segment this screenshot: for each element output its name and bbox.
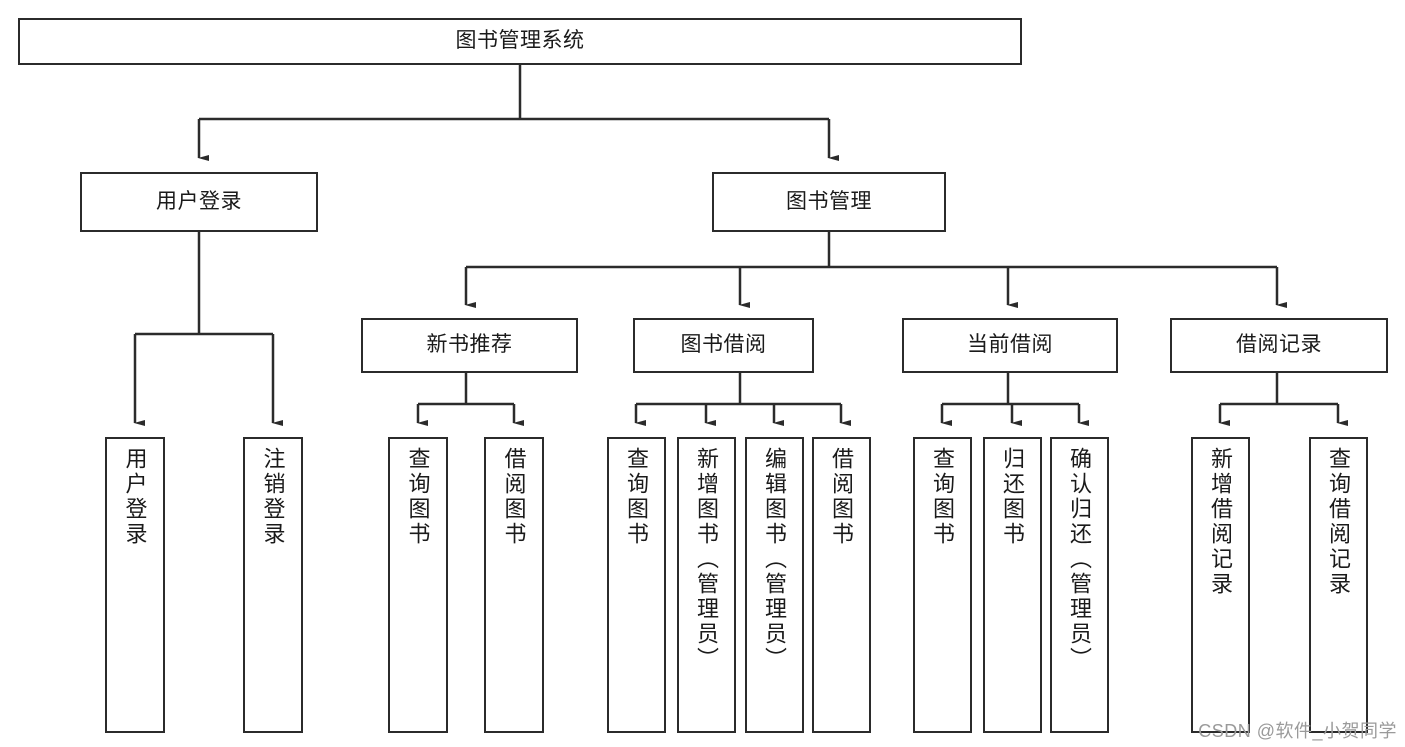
connector-root-to-level2 [197, 65, 839, 161]
node-leaf-query-borrow-record-label: 查询借阅记录 [1326, 447, 1352, 597]
node-leaf-user-login-label: 用户登录 [122, 447, 148, 547]
node-leaf-query-book-3[interactable]: 查询图书 [913, 437, 972, 733]
node-user-login[interactable]: 用户登录 [80, 172, 318, 232]
node-leaf-add-book-admin-label: 新增图书（管理员） [694, 447, 720, 672]
node-book-borrow[interactable]: 图书借阅 [633, 318, 814, 373]
node-leaf-confirm-return-admin-label: 确认归还（管理员） [1067, 447, 1093, 672]
node-root-label: 图书管理系统 [455, 29, 585, 53]
connector-borrowrecord-to-leaves [1218, 373, 1348, 426]
node-book-borrow-label: 图书借阅 [680, 333, 767, 357]
node-leaf-return-book[interactable]: 归还图书 [983, 437, 1042, 733]
node-leaf-user-logout-label: 注销登录 [260, 447, 286, 547]
node-user-login-label: 用户登录 [156, 189, 242, 213]
node-leaf-user-logout[interactable]: 注销登录 [243, 437, 303, 733]
node-leaf-query-borrow-record[interactable]: 查询借阅记录 [1309, 437, 1368, 733]
node-book-manage[interactable]: 图书管理 [712, 172, 946, 232]
connector-bookborrow-to-leaves [634, 373, 851, 426]
node-leaf-user-login[interactable]: 用户登录 [105, 437, 165, 733]
node-current-borrow[interactable]: 当前借阅 [902, 318, 1118, 373]
node-leaf-borrow-book-1[interactable]: 借阅图书 [484, 437, 544, 733]
node-new-book-recommend[interactable]: 新书推荐 [361, 318, 578, 373]
connector-userlogin-to-leaves [133, 232, 283, 426]
node-borrow-record-label: 借阅记录 [1236, 333, 1322, 357]
node-leaf-borrow-book-2-label: 借阅图书 [829, 447, 855, 547]
node-new-book-recommend-label: 新书推荐 [426, 333, 513, 357]
node-leaf-query-book-2-label: 查询图书 [624, 447, 650, 547]
node-leaf-query-book-1-label: 查询图书 [405, 447, 431, 547]
node-leaf-add-book-admin[interactable]: 新增图书（管理员） [677, 437, 736, 733]
node-leaf-edit-book-admin[interactable]: 编辑图书（管理员） [745, 437, 804, 733]
csdn-watermark: CSDN @软件_小贺同学 [1198, 721, 1397, 741]
node-book-manage-label: 图书管理 [786, 189, 872, 213]
connector-currentborrow-to-leaves [940, 373, 1089, 426]
node-root[interactable]: 图书管理系统 [18, 18, 1022, 65]
node-leaf-borrow-book-2[interactable]: 借阅图书 [812, 437, 871, 733]
node-leaf-return-book-label: 归还图书 [1000, 447, 1026, 547]
node-leaf-query-book-1[interactable]: 查询图书 [388, 437, 448, 733]
node-leaf-add-borrow-record-label: 新增借阅记录 [1208, 447, 1234, 597]
node-borrow-record[interactable]: 借阅记录 [1170, 318, 1388, 373]
connector-newbook-to-leaves [416, 373, 524, 426]
node-leaf-borrow-book-1-label: 借阅图书 [501, 447, 527, 547]
node-leaf-confirm-return-admin[interactable]: 确认归还（管理员） [1050, 437, 1109, 733]
node-leaf-add-borrow-record[interactable]: 新增借阅记录 [1191, 437, 1250, 733]
connector-bookmanage-to-level3 [464, 232, 1287, 308]
node-leaf-query-book-3-label: 查询图书 [930, 447, 956, 547]
node-leaf-edit-book-admin-label: 编辑图书（管理员） [762, 447, 788, 672]
node-leaf-query-book-2[interactable]: 查询图书 [607, 437, 666, 733]
node-current-borrow-label: 当前借阅 [967, 333, 1053, 357]
